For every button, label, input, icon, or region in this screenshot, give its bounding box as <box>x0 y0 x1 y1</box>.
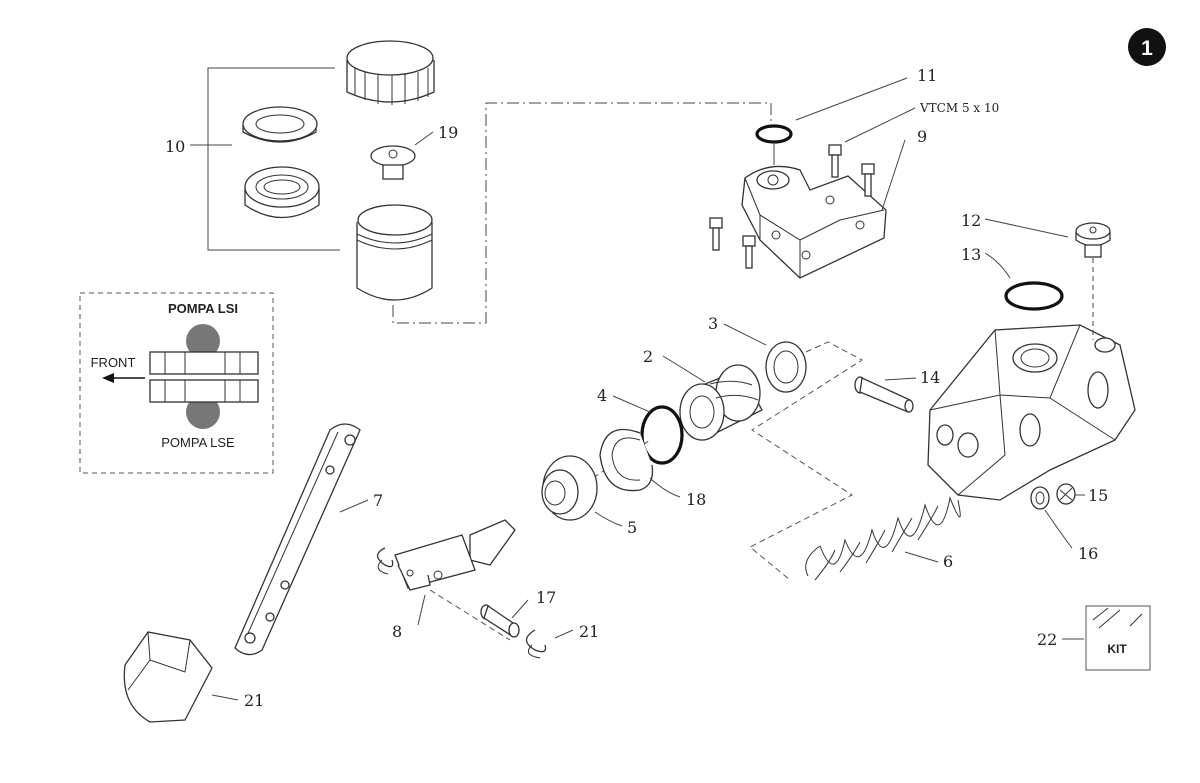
sheet-number: 1 <box>1141 37 1153 60</box>
pump-orientation-inset: POMPA LSI POMPA LSE FRONT <box>79 292 274 474</box>
inset-direction-label: FRONT <box>91 355 136 370</box>
callout-5: 5 <box>627 518 637 537</box>
reservoir-cap <box>346 40 435 105</box>
brake-lever <box>234 423 361 656</box>
sheet-number-badge: 1 <box>1128 28 1166 66</box>
clip-15 <box>1056 483 1076 505</box>
callout-6: 6 <box>943 552 953 571</box>
callout-16: 16 <box>1078 544 1098 563</box>
push-rod <box>394 519 516 591</box>
o-ring-13 <box>1004 281 1064 311</box>
callout-15: 15 <box>1088 486 1108 505</box>
kit-label: KIT <box>1107 642 1127 656</box>
cover-screws <box>709 144 875 269</box>
callout-8: 8 <box>392 622 402 641</box>
reservoir-screw <box>370 145 416 180</box>
callout-17: 17 <box>536 588 556 607</box>
callout-14: 14 <box>920 368 940 387</box>
callout-9: 9 <box>917 127 927 146</box>
reservoir-position-top-icon <box>186 324 220 358</box>
piston-cup-seal <box>765 341 807 393</box>
washer-16 <box>1030 486 1050 510</box>
callout-11: 11 <box>917 66 937 85</box>
pump-pair-icon <box>149 351 259 403</box>
callout-4: 4 <box>597 386 607 405</box>
reservoir-assembly <box>190 40 435 301</box>
pedal-pad <box>123 631 213 723</box>
piston <box>679 364 763 441</box>
callout-2: 2 <box>643 347 653 366</box>
callout-21-pad: 21 <box>244 691 264 710</box>
callout-18: 18 <box>686 490 706 509</box>
spring-clip-right <box>525 629 547 659</box>
inset-top-label: POMPA LSI <box>168 301 238 316</box>
screw-spec-label: VTCM 5 x 10 <box>919 101 999 115</box>
callout-7: 7 <box>373 491 383 510</box>
callout-13: 13 <box>961 245 981 264</box>
reservoir-body <box>356 204 433 301</box>
bleed-plug <box>1075 222 1111 258</box>
callout-3: 3 <box>708 314 718 333</box>
inset-bottom-label: POMPA LSE <box>161 435 235 450</box>
callout-22: 22 <box>1037 630 1057 649</box>
callout-labels: 10 19 11 VTCM 5 x 10 9 12 13 3 2 4 14 15… <box>165 66 1108 710</box>
pump-body <box>927 324 1136 501</box>
assembly-guide-lines <box>749 341 863 581</box>
piston-guide-washer <box>541 455 598 521</box>
reservoir-diaphragm <box>242 106 318 143</box>
o-ring-11 <box>755 124 793 144</box>
reservoir-seal <box>244 166 320 219</box>
front-arrow-icon <box>102 373 145 383</box>
spring-clip-left <box>376 547 394 575</box>
o-ring-4 <box>640 405 684 465</box>
return-spring <box>805 496 961 581</box>
callout-21-clip: 21 <box>579 622 599 641</box>
circlip <box>599 428 654 492</box>
reservoir-position-bottom-icon <box>186 395 220 429</box>
callout-12: 12 <box>961 211 981 230</box>
callout-10: 10 <box>165 137 185 156</box>
pivot-pin <box>854 376 914 413</box>
kit-bag-icon: KIT <box>1085 605 1151 671</box>
hose-path <box>392 102 772 324</box>
clevis-pin <box>480 604 520 638</box>
reservoir-adapter-cover <box>709 77 916 279</box>
callout-19: 19 <box>438 123 458 142</box>
